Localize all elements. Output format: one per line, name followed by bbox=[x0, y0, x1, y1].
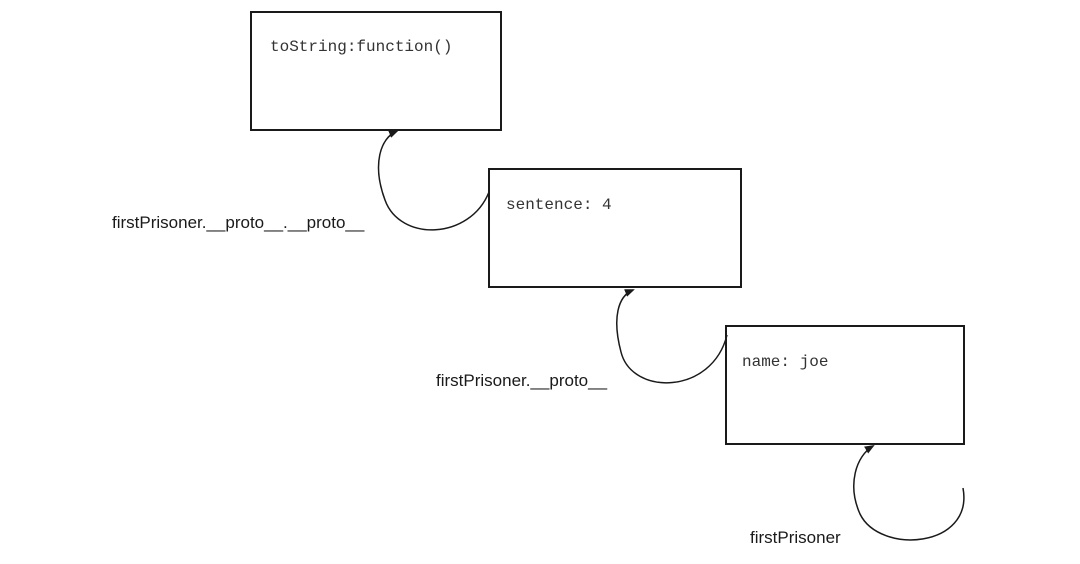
reference-label-proto: firstPrisoner.__proto__ bbox=[436, 371, 608, 390]
arrow-first-prisoner bbox=[853, 444, 965, 541]
object-property-name: name: joe bbox=[742, 353, 829, 371]
arrow-proto bbox=[616, 289, 728, 384]
object-property-sentence: sentence: 4 bbox=[506, 196, 612, 214]
object-box-tostring: toString:function() bbox=[250, 11, 502, 131]
object-box-sentence: sentence: 4 bbox=[488, 168, 742, 288]
reference-label-first-prisoner: firstPrisoner bbox=[750, 528, 841, 547]
arrow-proto-proto bbox=[377, 130, 490, 231]
reference-label-proto-proto: firstPrisoner.__proto__.__proto__ bbox=[112, 213, 365, 232]
object-property-tostring: toString:function() bbox=[270, 38, 453, 56]
object-box-name: name: joe bbox=[725, 325, 965, 445]
